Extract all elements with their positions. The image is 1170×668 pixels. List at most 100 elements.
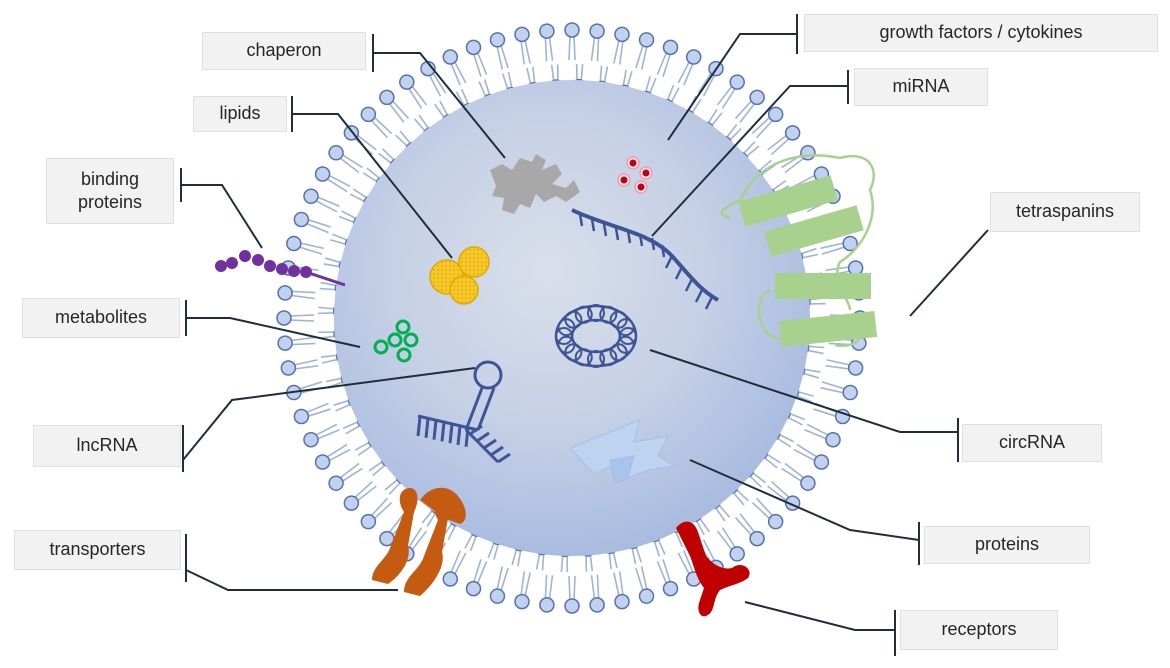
chaperon-shape (490, 154, 580, 214)
circrna-bead (609, 343, 628, 362)
mirna-base (674, 266, 684, 280)
lipid-head-outer (293, 211, 310, 228)
vesicle-lumen (334, 80, 810, 556)
mirna-base (684, 278, 694, 292)
lipid-head-outer (280, 360, 297, 376)
lipid-head-outer (489, 588, 506, 604)
growth-factor-dots (617, 156, 653, 194)
lipid-head-outer (465, 39, 482, 56)
lipid-head-outer (564, 22, 580, 38)
lipid-head-outer (564, 598, 580, 614)
label-binding-proteins-line1: binding (80, 168, 140, 189)
lipid-head-outer (589, 23, 605, 39)
lipid-head-outer (767, 513, 784, 530)
lncrna-tooth (424, 418, 430, 438)
lipid-head-outer (293, 408, 310, 425)
tetraspanin-protein (720, 154, 878, 348)
label-proteins: proteins (924, 526, 1090, 564)
lipid-head-outer (749, 530, 765, 547)
label-mirna: miRNA (854, 68, 988, 106)
lipid-head-outer (749, 89, 765, 106)
lipid-head-outer (539, 23, 555, 39)
lipid-head-outer (343, 495, 360, 511)
lipid-head-outer (514, 26, 530, 43)
lipid-spheres (429, 246, 490, 305)
mirna-base (578, 213, 584, 227)
mirna-base (590, 218, 596, 232)
lncrna-tooth (448, 424, 454, 444)
circrna-bead (564, 310, 583, 329)
lipid-head-outer (614, 26, 630, 43)
lipid-head-outer (360, 106, 377, 123)
circrna-bead (555, 327, 573, 345)
lipid-head-outer (662, 39, 679, 56)
lipid-head-outer (379, 89, 395, 106)
label-chaperon: chaperon (202, 32, 366, 70)
lncrna-hairpin (416, 360, 511, 464)
label-receptors: receptors (900, 610, 1058, 650)
lipid-head-outer (328, 475, 344, 491)
lipid-head-outer (286, 235, 302, 252)
lipid-head-outer (847, 260, 864, 276)
lipid-head-outer (314, 166, 331, 182)
mirna-base (614, 227, 620, 241)
circrna-bead (619, 327, 637, 345)
circrna-bead (557, 335, 576, 354)
circrna-bead (599, 305, 618, 324)
lipid-head-outer (638, 32, 655, 48)
lipid-head-outer (847, 360, 864, 376)
lncrna-tooth (476, 431, 490, 443)
label-tetraspanins: tetraspanins (990, 192, 1140, 232)
lipid-head-outer (662, 580, 679, 597)
mirna-strand (571, 208, 719, 310)
mirna-base (660, 244, 666, 258)
lipid-head-outer (442, 49, 459, 65)
circrna-bead (616, 318, 635, 337)
label-metabolites: metabolites (22, 298, 180, 338)
mirna-base (650, 237, 656, 251)
lipid-head-outer (276, 310, 292, 326)
lipid-head-outer (360, 513, 377, 530)
lncrna-tooth (456, 425, 462, 446)
lipid-head-outer (539, 597, 555, 613)
lipid-head-outer (767, 106, 784, 123)
lncrna-tooth (432, 420, 438, 440)
lncrna-tooth (490, 445, 504, 457)
lipid-head-outer (514, 593, 530, 610)
transporter-protein (372, 487, 466, 596)
lipid-head-outer (489, 32, 506, 48)
circrna-bead (587, 304, 605, 322)
receptor-protein (676, 521, 750, 617)
metabolite-rings (373, 319, 419, 363)
lipid-head-outer (442, 571, 459, 587)
circrna-bead (574, 348, 593, 367)
label-binding-proteins-line2: proteins (77, 192, 143, 212)
label-binding-proteins: binding proteins (46, 158, 174, 224)
mirna-base (638, 233, 644, 247)
binding-protein-chain (215, 250, 346, 287)
lipid-head-outer (614, 593, 630, 610)
protein-shards (569, 419, 676, 485)
label-transporters: transporters (14, 530, 181, 570)
lipid-head-outer (729, 74, 745, 90)
lncrna-tooth (497, 452, 511, 464)
lipid-head-outer (800, 475, 816, 491)
mirna-base (694, 289, 704, 303)
lipid-head-outer (277, 285, 293, 301)
lipid-head-outer (685, 49, 702, 65)
lipid-head-outer (589, 597, 605, 613)
lncrna-tooth (483, 438, 497, 450)
lipid-head-outer (303, 188, 319, 205)
lipid-head-outer (399, 74, 415, 90)
lipid-head-outer (303, 431, 319, 448)
lipid-head-outer (277, 335, 293, 351)
lipid-head-outer (328, 145, 344, 161)
label-lncrna: lncRNA (33, 425, 181, 467)
lipid-head-outer (729, 546, 745, 562)
mirna-base (664, 255, 674, 269)
lipid-head-outer (825, 431, 841, 448)
circrna-bead (587, 350, 605, 368)
lncrna-tooth (416, 416, 422, 437)
